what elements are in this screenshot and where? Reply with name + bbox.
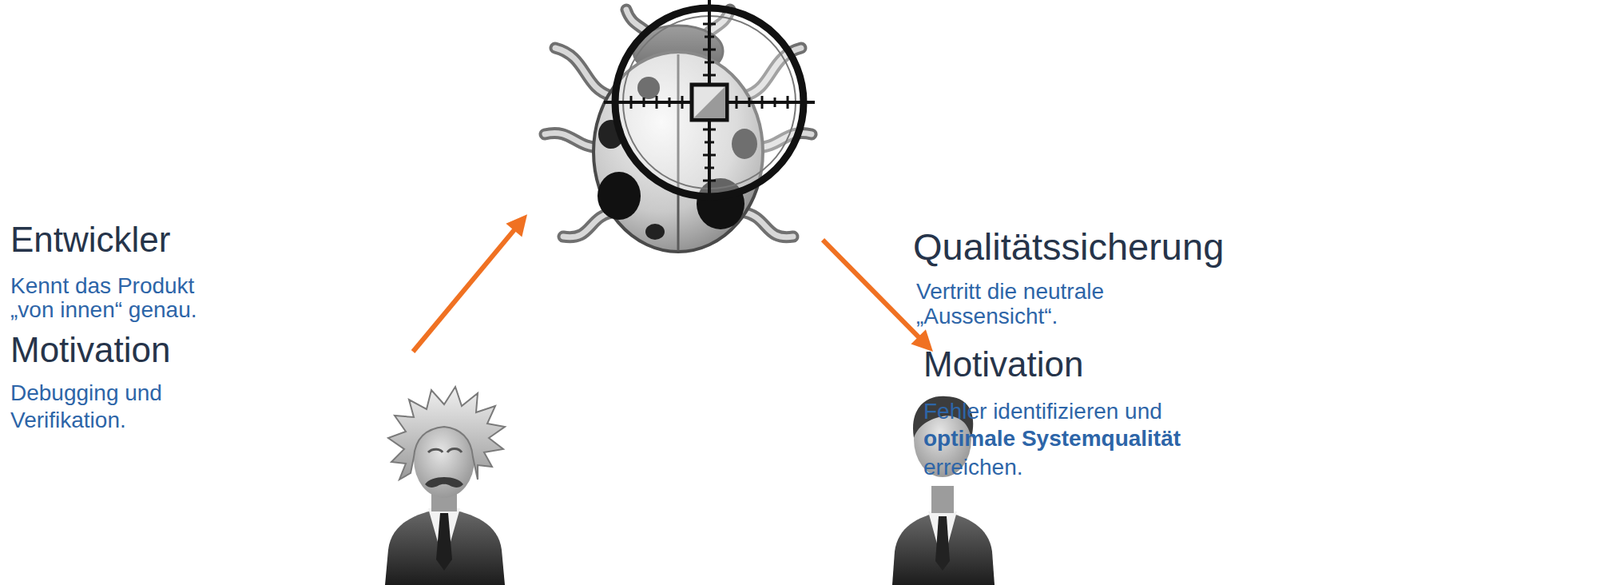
arrow-line [412,229,516,352]
qa-person-icon [892,396,995,585]
role-heading: Motivation [10,329,171,370]
arrow-line [822,239,920,338]
developer-icon [385,386,505,585]
role-description: erreichen. [923,453,1024,481]
role-description: Debugging und Verifikation. [10,379,239,434]
flow-arrow [412,214,528,352]
role-description: Fehler identifizieren und [923,397,1163,425]
developer-role: EntwicklerKennt das Produkt „von innen“ … [383,351,504,585]
role-heading: Motivation [923,344,1084,385]
quality-assurance-role: QualitätssicherungVertritt die neutrale … [886,351,999,585]
bug-icon [544,0,815,252]
bug-target [527,0,823,248]
role-description: optimale Systemqualität [923,424,1181,453]
role-heading: Entwickler [10,219,171,260]
role-description: Kennt das Produkt „von innen“ genau. [10,273,239,322]
role-heading: Qualitätssicherung [913,224,1224,270]
arrow-head [505,214,528,237]
role-description: Vertritt die neutrale „Aussensicht“. [916,278,1156,329]
